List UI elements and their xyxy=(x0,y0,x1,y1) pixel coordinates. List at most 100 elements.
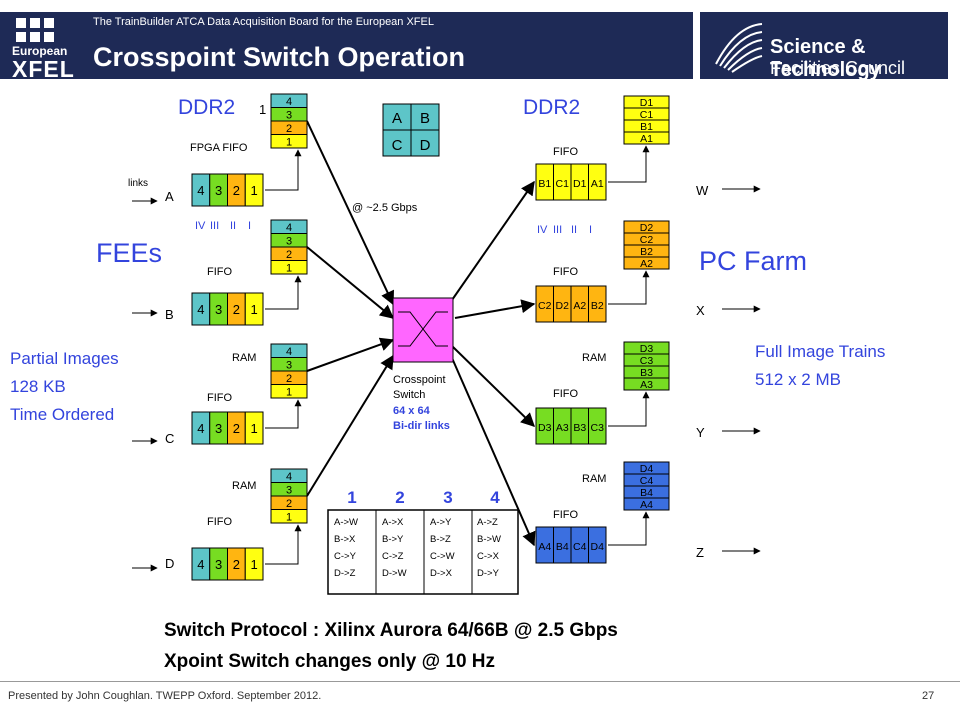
right-fifo-label: FIFO xyxy=(553,388,578,400)
fees-label: FEEs xyxy=(96,238,162,268)
left-fifo-cell-label: 3 xyxy=(215,421,222,436)
right-fifo-cell-label: B2 xyxy=(591,300,604,312)
table-cell: A->Z xyxy=(477,517,498,528)
fifo-to-stack-arrow xyxy=(608,145,650,183)
right-fifo-label: FIFO xyxy=(553,266,578,278)
right-stack-cell-label: D1 xyxy=(640,97,654,109)
left-stack-cell-label: 1 xyxy=(286,512,292,524)
left-fifo-cell-label: 2 xyxy=(233,183,240,198)
crosspoint-switch xyxy=(392,297,454,363)
time-ordered-label: Time Ordered xyxy=(10,405,114,424)
right-stack-cell xyxy=(623,497,670,511)
left-fifo-cell-label: 4 xyxy=(197,557,204,572)
right-stack-cell xyxy=(623,256,670,270)
fifo-to-stack-arrow xyxy=(608,270,650,305)
slide-subtitle: The TrainBuilder ATCA Data Acquisition B… xyxy=(93,16,434,28)
left-stack-cell-label: 4 xyxy=(286,346,292,358)
left-stack-cell-label: 1 xyxy=(286,263,292,275)
quad-d: D xyxy=(420,137,431,154)
page-number: 27 xyxy=(922,690,935,702)
left-stack-cell-label: 2 xyxy=(286,249,292,261)
input-label: B xyxy=(165,307,174,322)
right-stack-cell-label: B3 xyxy=(640,367,653,379)
stack-to-switch-arrow xyxy=(306,120,394,306)
partial-size-label: 128 KB xyxy=(10,377,66,396)
left-stack-cell xyxy=(270,509,308,524)
right-fifo-cell-label: C4 xyxy=(573,541,587,553)
right-fifo-cell-label: D4 xyxy=(591,541,605,553)
left-stack-cell-label: 2 xyxy=(286,123,292,135)
right-stack-cell-label: B1 xyxy=(640,121,653,133)
input-label: C xyxy=(165,431,174,446)
ram-label: RAM xyxy=(582,473,606,485)
right-fifo-cell-label: D1 xyxy=(573,178,587,190)
left-fifo-cell xyxy=(244,547,264,581)
table-cell: D->Z xyxy=(334,568,356,579)
switch-to-fifo-arrow xyxy=(451,357,536,547)
right-stack-cell-label: A2 xyxy=(640,258,653,270)
fifo-to-stack-arrow xyxy=(608,511,650,546)
left-stack-cell xyxy=(270,384,308,399)
right-fifo-cell-label: B3 xyxy=(573,422,586,434)
right-roman-label: III xyxy=(553,224,562,236)
table-header: 1 xyxy=(347,488,356,507)
table-header: 2 xyxy=(395,488,404,507)
right-fifo-cell-label: B4 xyxy=(556,541,569,553)
left-fifo-cell xyxy=(244,292,264,326)
table-cell: C->Z xyxy=(382,551,404,562)
table-cell: C->Y xyxy=(334,551,357,562)
stfc-line2: Facilities Council xyxy=(770,58,906,78)
full-trains-label: Full Image Trains xyxy=(755,342,885,361)
right-fifo-cell-label: A4 xyxy=(538,541,551,553)
ddr2-marker: 1 xyxy=(259,102,266,117)
right-fifo-cell-label: D2 xyxy=(556,300,570,312)
right-fifo-cell-label: B1 xyxy=(538,178,551,190)
left-stack-cell-label: 1 xyxy=(286,387,292,399)
right-fifo-cell-label: C3 xyxy=(591,422,605,434)
switch-to-fifo-arrow xyxy=(451,180,535,301)
xfel-logo-grid-icon xyxy=(16,18,54,42)
right-stack-cell-label: C1 xyxy=(640,109,654,121)
left-fifo-cell-label: 3 xyxy=(215,302,222,317)
table-header: 3 xyxy=(443,488,452,507)
left-fifo-cell-label: 1 xyxy=(251,421,258,436)
crosspoint-label-2: Switch xyxy=(393,389,425,401)
table-cell: A->W xyxy=(334,517,358,528)
crosspoint-label-3: 64 x 64 xyxy=(393,405,431,417)
left-stack-cell-label: 4 xyxy=(286,471,292,483)
right-stack-cell xyxy=(623,377,670,391)
table-cell: A->X xyxy=(382,517,404,528)
protocol-line1: Switch Protocol : Xilinx Aurora 64/66B @… xyxy=(164,620,618,641)
right-stack-cell-label: B4 xyxy=(640,487,653,499)
footer-divider xyxy=(0,681,960,682)
switch-to-fifo-arrow xyxy=(451,345,536,427)
fifo-to-stack-arrow xyxy=(608,391,650,427)
quad-b: B xyxy=(420,110,430,127)
right-stack-cell-label: C3 xyxy=(640,355,654,367)
crosspoint-label-1: Crosspoint xyxy=(393,374,446,386)
left-fifo-cell-label: 2 xyxy=(233,302,240,317)
left-fifo-cell xyxy=(244,411,264,445)
left-stack-cell-label: 1 xyxy=(286,137,292,149)
pc-farm-label: PC Farm xyxy=(699,246,807,276)
left-stack-cell-label: 3 xyxy=(286,485,292,497)
right-fifo-label: FIFO xyxy=(553,146,578,158)
ddr2-left-label: DDR2 xyxy=(178,96,235,119)
fifo-to-stack-arrow xyxy=(265,275,302,310)
left-fifo-label: FIFO xyxy=(207,392,232,404)
left-fifo-cell-label: 3 xyxy=(215,557,222,572)
input-label: A xyxy=(165,189,174,204)
logo-line1: European xyxy=(12,44,68,58)
left-roman-label: IV xyxy=(195,220,206,232)
left-fifo-cell-label: 4 xyxy=(197,302,204,317)
right-fifo-cell-label: A1 xyxy=(591,178,604,190)
left-stack-cell xyxy=(270,260,308,275)
table-cell: B->Z xyxy=(430,534,451,545)
fifo-to-stack-arrow xyxy=(265,399,302,429)
ram-label: RAM xyxy=(232,480,256,492)
table-cell: D->X xyxy=(430,568,453,579)
table-cell: D->Y xyxy=(477,568,500,579)
left-fifo-cell-label: 2 xyxy=(233,421,240,436)
